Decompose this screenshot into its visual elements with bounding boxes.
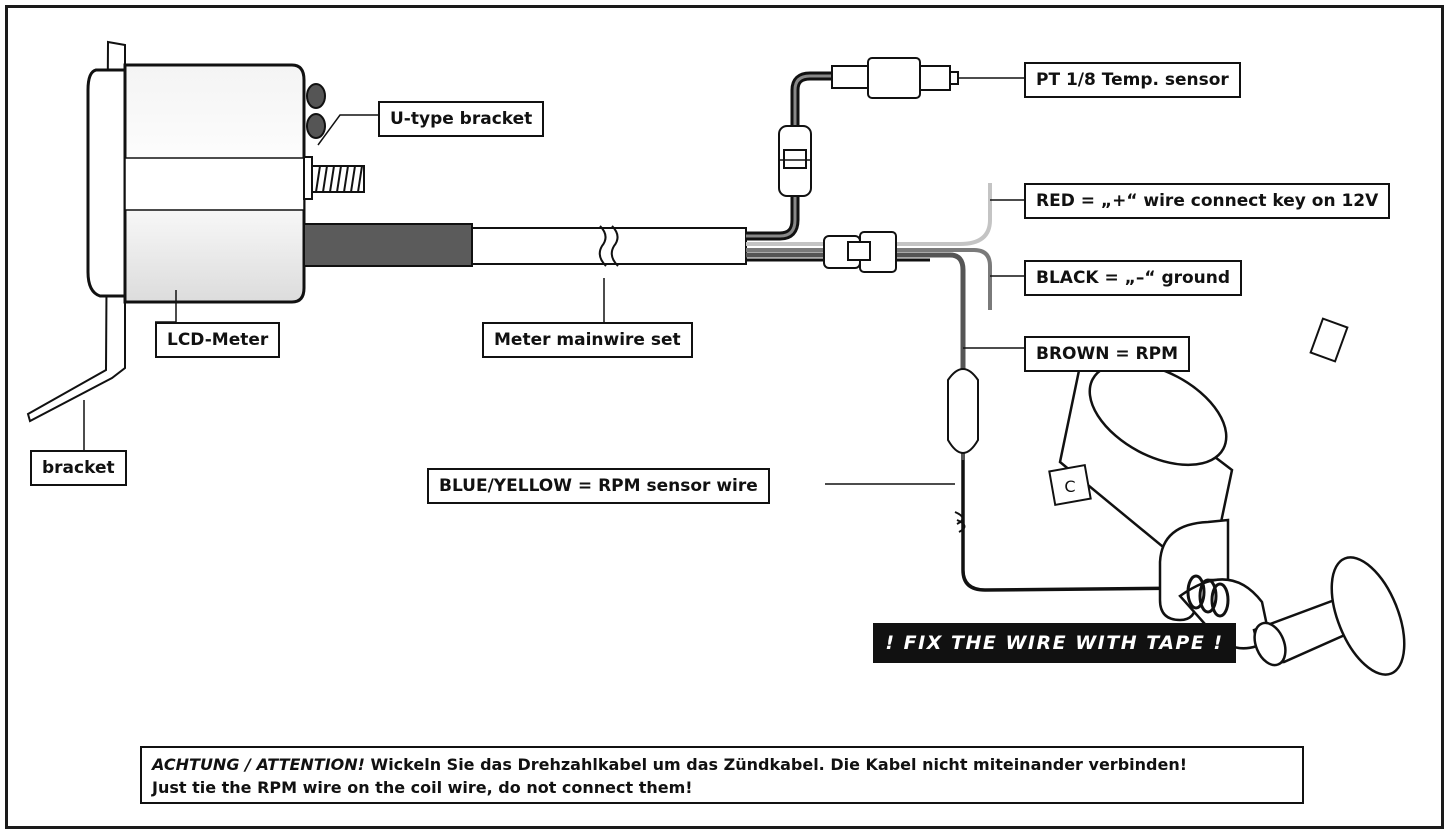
label-u-type-bracket: U-type bracket [378,101,545,137]
label-bracket: bracket [30,450,127,486]
label-temp-sensor: PT 1/8 Temp. sensor [1024,62,1241,98]
label-red-wire: RED = „+“ wire connect key on 12V [1024,183,1391,219]
diagram-frame [5,5,1444,829]
fix-wire-tape-banner: ! FIX THE WIRE WITH TAPE ! [873,623,1236,663]
harness-wires [746,183,992,370]
attention-line-1: ACHTUNG / ATTENTION! Wickeln Sie das Dre… [152,753,1292,776]
label-black-wire: BLACK = „–“ ground [1024,260,1243,296]
label-meter-mainwire-set: Meter mainwire set [482,322,693,358]
ignition-coil: C [1048,317,1406,676]
attention-german-text: Wickeln Sie das Drehzahlkabel um das Zün… [364,755,1188,774]
attention-line-2: Just tie the RPM wire on the coil wire, … [152,778,693,797]
lcd-meter [86,63,365,304]
label-blue-yellow-wire: BLUE/YELLOW = RPM sensor wire [427,468,770,504]
temp-sensor-wire [746,57,959,241]
rpm-sensor-lead [947,368,1201,592]
coil-marker: C [1064,477,1075,496]
attention-note: ACHTUNG / ATTENTION! Wickeln Sie das Dre… [140,746,1304,804]
label-lcd-meter: LCD-Meter [155,322,281,358]
attention-heading: ACHTUNG / ATTENTION! [152,755,365,774]
label-brown-wire: BROWN = RPM [1024,336,1191,372]
meter-mainwire-cable [303,223,747,267]
